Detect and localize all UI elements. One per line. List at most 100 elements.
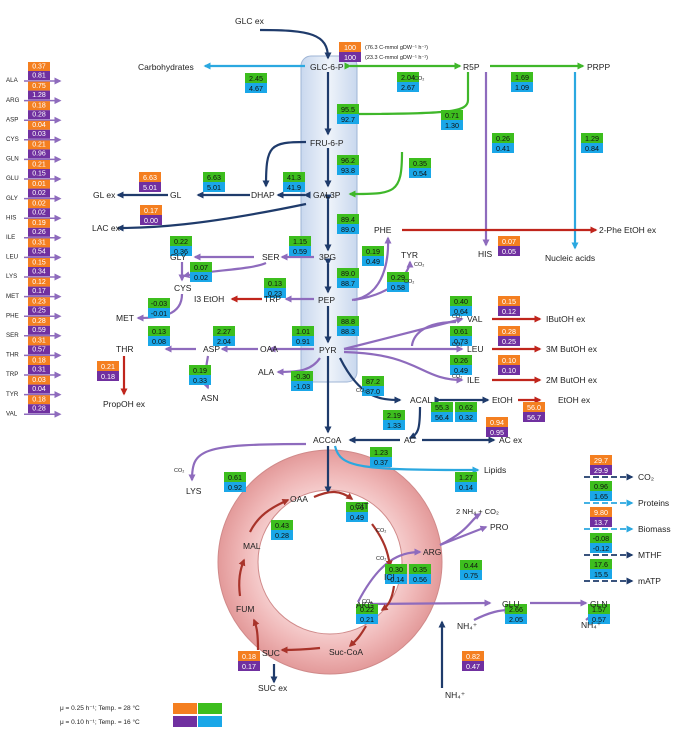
output-flux-label: Biomass [638, 524, 671, 534]
flux-met-top [148, 298, 170, 308]
flux-pep-tyr-value-1: 0.19 [366, 247, 380, 256]
flux-prpp-his-value-2: 0.41 [496, 144, 510, 153]
label-glu: GLU [502, 599, 519, 609]
flux-r5p-prpp-value-1: 1.69 [515, 73, 529, 82]
left-flux-bottom [28, 149, 50, 159]
flux-pep-tyr-top [362, 246, 384, 256]
output-flux-bottom [590, 491, 612, 501]
output-flux-top [590, 533, 612, 543]
flux-3pg-pep-value-2: 88.7 [341, 279, 355, 288]
pep-phe-arrow [351, 236, 392, 302]
flux-etoh-mid-value-1: 0.62 [459, 403, 473, 412]
flux-gal3p-dhap-value-1: 41.3 [287, 173, 301, 182]
flux-glc6p-r5p-value-1: 2.04 [401, 73, 415, 82]
flux-etoh-ex-bottom [523, 412, 545, 422]
flux-r5p-prpp: 1.691.09 [511, 72, 533, 92]
flux-nh4-value-2: 0.47 [466, 662, 480, 671]
flux-mal-top [271, 520, 293, 530]
flux-ac-accoa-value-2: 0.37 [374, 458, 388, 467]
flux-thr: 0.130.08 [148, 326, 170, 346]
label-propoh: PropOH ex [103, 399, 146, 409]
flux-etoh-ex-top [523, 402, 545, 412]
flux-acal-ac-value-1: 2.19 [387, 411, 401, 420]
flux-cys-top [190, 262, 212, 272]
flux-glc6p-r5p: 2.042.67 [397, 72, 419, 92]
flux-suc-ex-value-2: 0.17 [242, 662, 256, 671]
flux-etoh-ex-value-2: 56.7 [527, 413, 541, 422]
flux-mal: 0.430.28 [271, 520, 293, 540]
left-flux-label: HIS [6, 214, 16, 221]
flux-dhap-gl: 6.635.01 [139, 172, 161, 192]
flux-prpp-nuc-top [581, 133, 603, 143]
flux-pep-pyr-bottom [337, 326, 359, 336]
flux-pyr-ala-value-1: -0.30 [294, 372, 310, 381]
left-flux-value-1: 0.18 [32, 397, 46, 404]
co2-label: CO₂ [452, 314, 462, 320]
output-flux-bottom [590, 569, 612, 579]
left-flux-label: LYS [6, 273, 17, 280]
flux-nh4-value-1: 0.82 [466, 652, 480, 661]
label-gly: GLY [170, 252, 187, 262]
label-akg: AKG [356, 600, 374, 610]
flux-glc6p-fru6p-value-2: 92.7 [341, 115, 355, 124]
label-mal: MAL [243, 541, 261, 551]
flux-ser-gly-bottom [170, 246, 192, 256]
flux-val-value-1: 0.40 [454, 297, 468, 306]
output-flux-value-2: 1.65 [594, 492, 608, 501]
flux-pep-phe-value-1: 0.29 [391, 273, 405, 282]
flux-3pg-pep-bottom [337, 278, 359, 288]
left-flux-bottom [28, 71, 50, 80]
label-val: VAL [467, 314, 483, 324]
left-flux-value-2: 0.02 [32, 190, 46, 197]
output-flux-value-2: 29.9 [594, 466, 608, 475]
flux-mbut3-top [498, 326, 520, 336]
output-flux-top [590, 455, 612, 465]
flux-acal-ac-bottom [383, 420, 405, 430]
left-flux-value-1: 0.04 [32, 122, 46, 129]
flux-pyr-oaa-top [292, 326, 314, 336]
label-gln: GLN [590, 599, 607, 609]
left-flux-top [28, 81, 50, 91]
label-lac-ex: LAC ex [92, 223, 121, 233]
flux-lys-top [224, 472, 246, 482]
flux-ile-value-1: 0.26 [454, 356, 468, 365]
flux-glc6p-fru6p: 95.592.7 [337, 104, 359, 124]
flux-gl-glex-bottom [203, 182, 225, 192]
flux-oaa-asp: 2.272.04 [213, 326, 235, 346]
flux-r5p-prpp-value-2: 1.09 [515, 83, 529, 92]
left-flux-label: GLU [6, 175, 19, 182]
flux-etoh-ex: 56.056.7 [523, 402, 545, 422]
flux-succoa-value-1: 0.22 [360, 605, 374, 614]
flux-r5p-gal3p-value-2: 0.54 [413, 169, 427, 178]
label-pep: PEP [318, 295, 335, 305]
left-flux-top [28, 336, 50, 346]
flux-pep-pyr: 88.888.3 [337, 316, 359, 336]
flux-ac-accoa: 1.230.37 [370, 447, 392, 467]
flux-glu-top [505, 604, 527, 614]
flux-propoh-top [97, 361, 119, 371]
flux-dhap-gl-value-1: 6.63 [143, 173, 157, 182]
flux-prpp-nuc-value-2: 0.84 [585, 144, 599, 153]
flux-succoa-bottom [356, 614, 378, 624]
flux-glu-value-1: 2.66 [509, 605, 523, 614]
flux-r5p-gal3p: 0.350.54 [409, 158, 431, 178]
label-gal3p: GAL3P [313, 190, 341, 200]
flux-ibut-value-1: 0.15 [502, 297, 516, 306]
left-flux-label: TYR [6, 391, 19, 398]
flux-lipids-top [455, 472, 477, 482]
left-flux-top [28, 375, 50, 385]
flux-glc6p-carb-top [245, 73, 267, 83]
output-flux-value-2: -0.12 [593, 544, 609, 553]
co2-label: CO₂ [174, 468, 184, 474]
acal-ac-arrow [408, 406, 422, 439]
label-lys: LYS [186, 486, 202, 496]
flux-gal3p-3pg-bottom [337, 224, 359, 234]
output-flux-value-1: -0.08 [593, 534, 609, 543]
label-r5p: R5P [463, 62, 480, 72]
flux-fru6p-gal3p-value-1: 96.2 [341, 156, 355, 165]
flux-cit-bottom [346, 512, 368, 522]
flux-nh4: 0.820.47 [462, 651, 484, 671]
